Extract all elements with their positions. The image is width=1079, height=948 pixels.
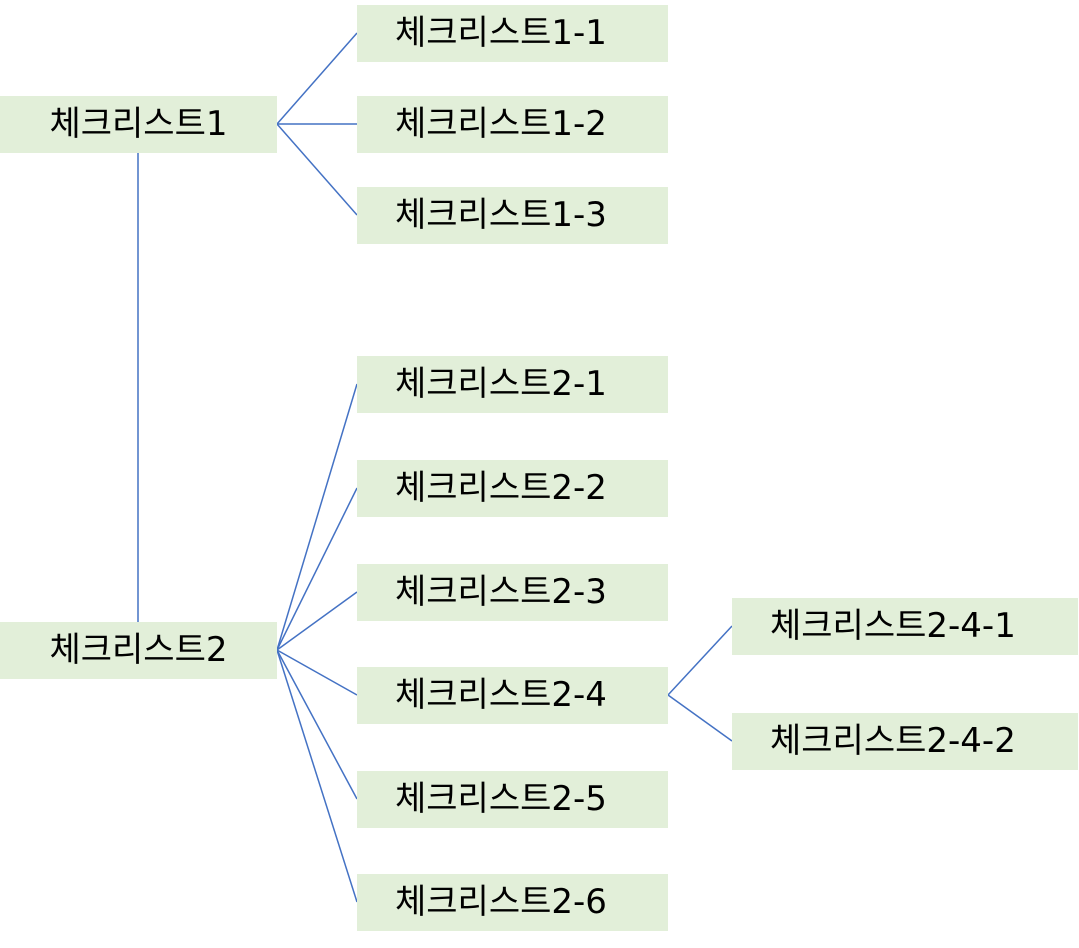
- node-checklist-2-1: 체크리스트2-1: [357, 356, 668, 413]
- node-label: 체크리스트2-4-2: [770, 721, 1016, 761]
- node-label: 체크리스트2: [49, 630, 228, 670]
- connector-2-4-to-2-4-2: [667, 694, 733, 742]
- node-label: 체크리스트2-4-1: [770, 606, 1016, 646]
- connector-2-to-2-2: [276, 487, 358, 651]
- connector-2-to-2-6: [276, 649, 358, 903]
- node-checklist-2-4: 체크리스트2-4: [357, 667, 668, 724]
- node-checklist-2: 체크리스트2: [0, 622, 277, 679]
- connector-2-4-to-2-4-1: [667, 625, 733, 696]
- node-label: 체크리스트2-3: [395, 572, 607, 612]
- node-label: 체크리스트2-1: [395, 364, 607, 404]
- node-checklist-2-5: 체크리스트2-5: [357, 771, 668, 828]
- connector-1-to-1-3: [276, 123, 358, 216]
- node-checklist-2-4-2: 체크리스트2-4-2: [732, 713, 1078, 770]
- node-checklist-2-6: 체크리스트2-6: [357, 874, 668, 931]
- connector-1-to-1-1: [276, 32, 358, 125]
- node-checklist-2-2: 체크리스트2-2: [357, 460, 668, 517]
- node-label: 체크리스트1-1: [395, 13, 607, 53]
- node-label: 체크리스트2-5: [395, 779, 607, 819]
- node-label: 체크리스트2-2: [395, 468, 607, 508]
- node-label: 체크리스트2-6: [395, 882, 607, 922]
- node-label: 체크리스트1-3: [395, 195, 607, 235]
- connector-2-to-2-5: [276, 649, 358, 800]
- node-checklist-2-4-1: 체크리스트2-4-1: [732, 598, 1078, 655]
- node-label: 체크리스트1-2: [395, 104, 607, 144]
- node-checklist-2-3: 체크리스트2-3: [357, 564, 668, 621]
- node-checklist-1-1: 체크리스트1-1: [357, 5, 668, 62]
- node-checklist-1: 체크리스트1: [0, 96, 277, 153]
- node-label: 체크리스트2-4: [395, 675, 607, 715]
- node-checklist-1-2: 체크리스트1-2: [357, 96, 668, 153]
- connector-2-to-2-3: [276, 591, 358, 651]
- node-label: 체크리스트1: [49, 104, 228, 144]
- connector-2-to-2-1: [276, 383, 358, 651]
- connector-2-to-2-4: [276, 649, 358, 696]
- node-checklist-1-3: 체크리스트1-3: [357, 187, 668, 244]
